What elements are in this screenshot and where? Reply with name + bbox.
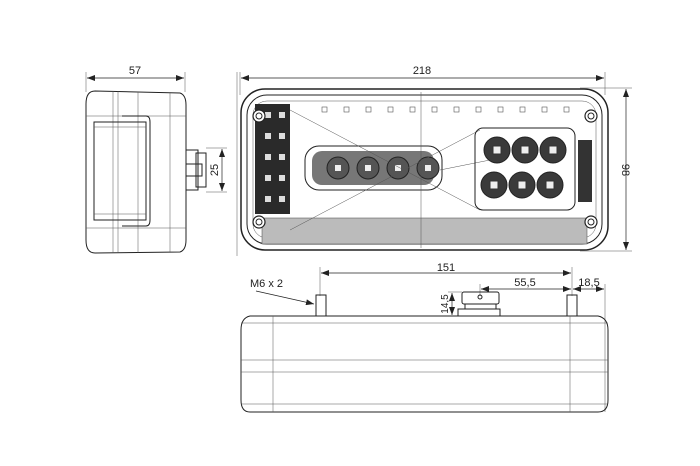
screw-icon (252, 215, 266, 229)
dimension-label-57: 57 (129, 65, 141, 77)
connector-side (185, 149, 207, 191)
side-view: 57 25 (85, 65, 238, 256)
dimension-label-25: 25 (209, 164, 221, 176)
dimension-label-151: 151 (437, 262, 455, 274)
led (279, 196, 285, 202)
right-lens-housing (474, 127, 576, 211)
led (395, 165, 401, 171)
led (548, 145, 558, 155)
mounting-stud-left (315, 294, 327, 317)
led (387, 106, 394, 113)
led (265, 196, 271, 202)
led (517, 180, 527, 190)
led (453, 106, 460, 113)
dimension-label-218: 218 (413, 65, 431, 77)
center-lens-housing (304, 145, 443, 191)
dimension-label-55-5: 55,5 (514, 277, 535, 289)
led (343, 106, 350, 113)
led (365, 165, 371, 171)
thread-label: M6 x 2 (250, 278, 283, 290)
led (265, 175, 271, 181)
reflector-window (93, 121, 147, 221)
led (489, 180, 499, 190)
led (365, 106, 372, 113)
dimension-label-14-5: 14,5 (440, 294, 451, 314)
front-view: 218 98 (239, 65, 632, 252)
led (475, 106, 482, 113)
reflector-strip (261, 217, 588, 245)
thread-leader-line (255, 290, 315, 306)
led (265, 133, 271, 139)
screw-icon (587, 218, 595, 226)
led (520, 145, 530, 155)
screw-icon (255, 112, 263, 120)
screw-icon (584, 215, 598, 229)
led (279, 154, 285, 160)
led (265, 112, 271, 118)
dimension-label-18-5: 18,5 (578, 277, 599, 289)
led (541, 106, 548, 113)
led (492, 145, 502, 155)
dimension-label-98: 98 (619, 164, 631, 176)
screw-icon (584, 109, 598, 123)
led (279, 175, 285, 181)
led (425, 165, 431, 171)
connector-bottom (457, 291, 501, 317)
led (497, 106, 504, 113)
screw-icon (587, 112, 595, 120)
screw-icon (252, 109, 266, 123)
screw-icon (255, 218, 263, 226)
mounting-stud-right (566, 294, 578, 317)
led (335, 165, 341, 171)
led (279, 133, 285, 139)
led (431, 106, 438, 113)
led (545, 180, 555, 190)
led (279, 112, 285, 118)
led (409, 106, 416, 113)
led (265, 154, 271, 160)
led (321, 106, 328, 113)
led (563, 106, 570, 113)
bottom-view: 151 55,5 18,5 14,5 M6 x 2 (240, 262, 609, 413)
led (519, 106, 526, 113)
